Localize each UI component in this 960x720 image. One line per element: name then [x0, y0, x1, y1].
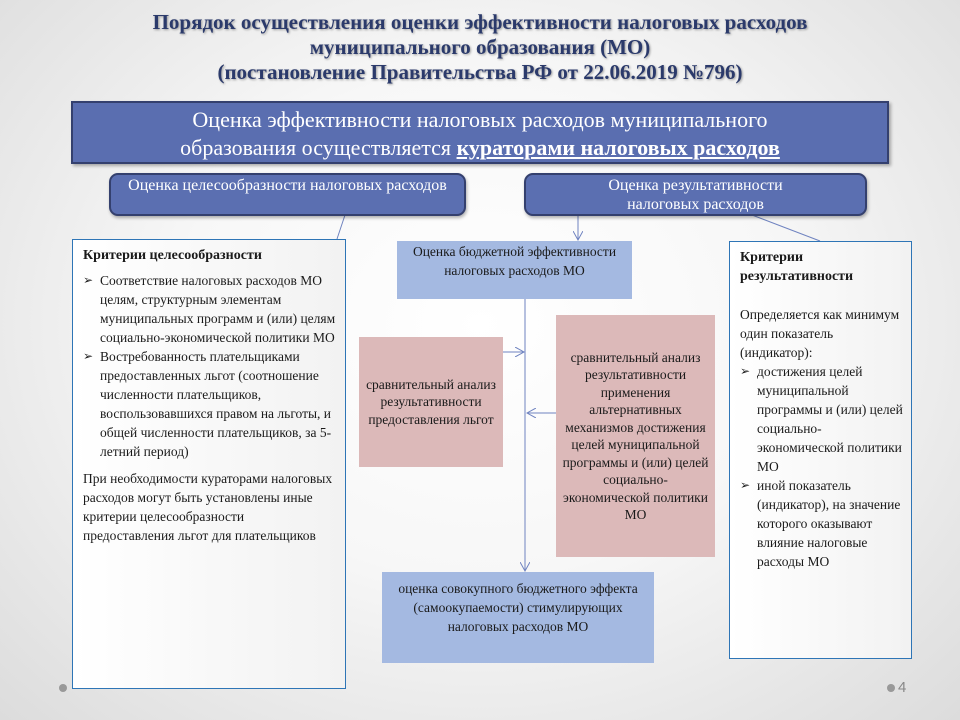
- expediency-criteria-panel: Критерии целесообразности ➢ Соответствие …: [72, 239, 346, 689]
- branch-expediency: Оценка целесообразности налоговых расход…: [109, 173, 466, 216]
- panel-heading: Критерии результативности: [740, 250, 854, 284]
- title-line-1: Порядок осуществления оценки эффективнос…: [152, 10, 808, 34]
- box-text: сравнительный анализ результативности пр…: [366, 376, 496, 427]
- connector-left: [336, 214, 346, 240]
- arrow-bullet-icon: ➢: [83, 273, 94, 287]
- header-line-1: Оценка эффективности налоговых расходов …: [192, 107, 768, 132]
- effectiveness-criteria-panel: Критерии результативности Определяется к…: [729, 241, 912, 659]
- panel-intro: Определяется как минимум один показатель…: [740, 307, 900, 360]
- connector-right: [751, 214, 821, 242]
- slide-title: Порядок осуществления оценки эффективнос…: [0, 10, 960, 85]
- header-box: Оценка эффективности налоговых расходов …: [71, 101, 889, 164]
- arrow-bullet-icon: ➢: [740, 478, 751, 492]
- title-line-3: (постановление Правительства РФ от 22.06…: [217, 60, 743, 84]
- budget-efficiency-box: Оценка бюджетной эффективности налоговых…: [397, 241, 632, 299]
- list-item: ➢ достижения целей муниципальной программ…: [740, 362, 903, 476]
- header-line-2: образования осуществляется кураторами на…: [73, 134, 887, 162]
- list-item: ➢ Соответствие налоговых расходов МО целя…: [83, 271, 337, 347]
- header-text: образования осуществляется: [180, 135, 457, 160]
- box-text: сравнительный анализ результативности пр…: [562, 349, 709, 523]
- header-emphasis: кураторами налоговых расходов: [456, 135, 780, 160]
- criteria-list: ➢ достижения целей муниципальной программ…: [740, 362, 903, 571]
- arrow-bullet-icon: ➢: [740, 364, 751, 378]
- list-item: ➢ Востребованность плательщиками предоста…: [83, 347, 337, 461]
- page-number: 4: [898, 679, 907, 696]
- decorative-dot-icon: [887, 684, 895, 692]
- comparative-analysis-alternatives-box: сравнительный анализ результативности пр…: [556, 315, 715, 557]
- total-budget-effect-box: оценка совокупного бюджетного эффекта (с…: [382, 572, 654, 663]
- comparative-analysis-benefits-box: сравнительный анализ результативности пр…: [359, 337, 503, 467]
- list-item-text: достижения целей муниципальной программы…: [757, 364, 903, 474]
- decorative-dot-icon: [59, 684, 67, 692]
- list-item: ➢ иной показатель (индикатор), на значени…: [740, 476, 903, 571]
- title-line-2: муниципального образования (МО): [309, 35, 651, 59]
- list-item-text: Востребованность плательщиками предостав…: [100, 349, 332, 459]
- list-item-text: Соответствие налоговых расходов МО целям…: [100, 273, 336, 345]
- panel-heading: Критерии целесообразности: [83, 248, 262, 263]
- arrow-bullet-icon: ➢: [83, 349, 94, 363]
- criteria-list: ➢ Соответствие налоговых расходов МО целя…: [83, 271, 337, 461]
- panel-note: При необходимости кураторами налоговых р…: [83, 471, 333, 543]
- branch-effectiveness: Оценка результативности налоговых расход…: [524, 173, 867, 216]
- list-item-text: иной показатель (индикатор), на значение…: [757, 478, 901, 569]
